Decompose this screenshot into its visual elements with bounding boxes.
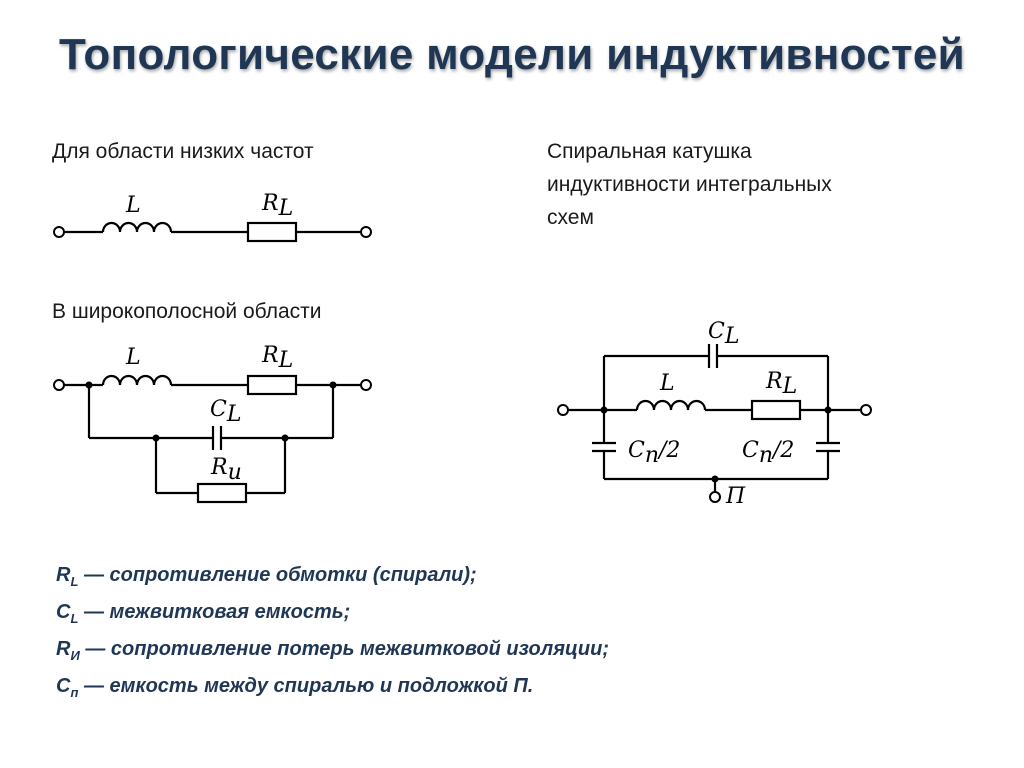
- terminal: [860, 404, 872, 416]
- resistor-label: Rи: [210, 455, 242, 485]
- caption-low-frequency: Для области низких частот: [52, 140, 314, 163]
- terminal: [53, 379, 65, 391]
- resistor-label: RL: [765, 369, 797, 399]
- junction: [85, 381, 93, 389]
- caption-spiral-line-1: Спиральная катушка: [547, 140, 752, 163]
- junction: [329, 381, 337, 389]
- junction: [152, 434, 160, 442]
- inductor-label: L: [125, 193, 141, 218]
- caption-spiral-line-3: схем: [547, 206, 594, 229]
- inductor-label: L: [659, 371, 675, 396]
- terminal: [557, 404, 569, 416]
- caption-spiral-line-2: индуктивности интегральных: [547, 173, 832, 196]
- slide-title: Топологические модели индуктивностей: [59, 30, 965, 79]
- resistor-symbol: [246, 221, 298, 243]
- capacitor-label: Cп/2: [742, 438, 794, 468]
- junction: [281, 434, 289, 442]
- circuit-low-frequency: L RL: [53, 191, 372, 243]
- terminal: [360, 226, 372, 238]
- resistor-symbol: [246, 374, 298, 396]
- caption-spiral-coil: Спиральная катушка индуктивности интегра…: [547, 135, 927, 234]
- resistor-label: RL: [261, 191, 293, 221]
- legend: RL — сопротивление обмотки (спирали); CL…: [56, 560, 609, 708]
- legend-row: Сп — емкость между спиралью и подложкой …: [56, 675, 534, 700]
- circuit-spiral-coil: CL L RL Cп/2 Cп/2 П: [557, 319, 872, 509]
- terminal: [360, 379, 372, 391]
- legend-row: CL — межвитковая емкость;: [56, 601, 351, 626]
- substrate-terminal: [709, 491, 721, 503]
- junction: [711, 475, 719, 483]
- resistor-symbol: [750, 399, 802, 421]
- inductor-symbol: [635, 399, 707, 411]
- legend-row: RL — сопротивление обмотки (спирали);: [56, 564, 477, 589]
- circuit-wideband: L RL CL Rи: [53, 343, 372, 504]
- terminal: [53, 226, 65, 238]
- resistor-symbol: [196, 482, 248, 504]
- caption-wideband: В широкополосной области: [52, 300, 322, 323]
- capacitor-label: CL: [708, 319, 739, 349]
- junction: [824, 406, 832, 414]
- inductor-symbol: [101, 374, 173, 386]
- inductor-label: L: [125, 345, 141, 370]
- legend-row: RИ — сопротивление потерь межвитковой из…: [56, 638, 609, 663]
- capacitor-label: CL: [210, 397, 241, 427]
- substrate-label: П: [725, 484, 746, 509]
- capacitor-label: Cп/2: [628, 438, 680, 468]
- inductor-symbol: [101, 221, 173, 233]
- junction: [600, 406, 608, 414]
- resistor-label: RL: [261, 343, 293, 373]
